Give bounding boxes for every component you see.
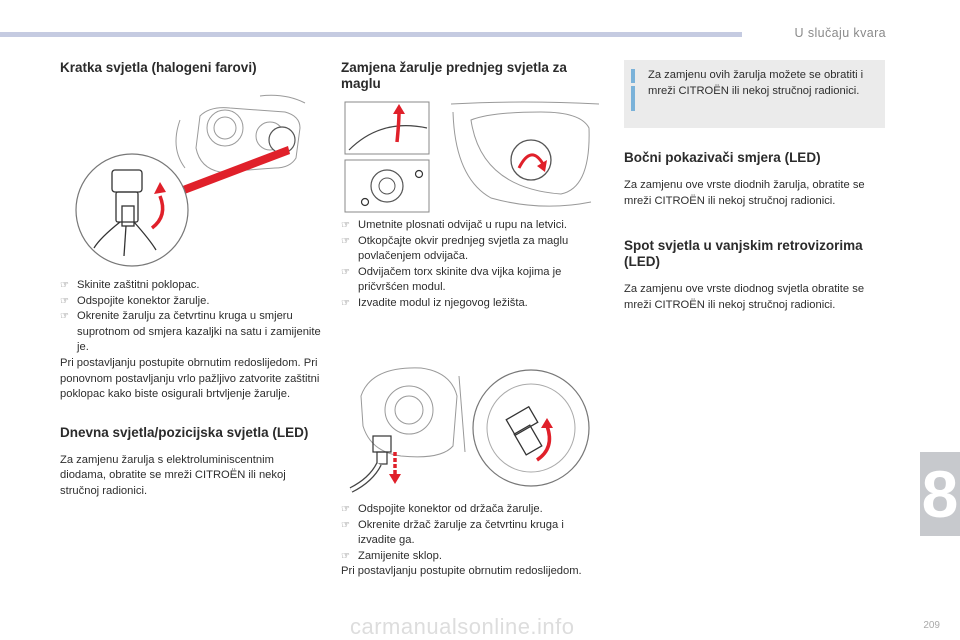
mirror-spot-title: Spot svjetla u vanjskim retrovizorima (L… bbox=[624, 238, 863, 270]
mirror-spot-text: Za zamjenu ove vrste diodnog svjetla obr… bbox=[624, 283, 865, 311]
list-item: Umetnite plosnati odvijač u rupu na letv… bbox=[341, 218, 603, 234]
drl-title: Dnevna svjetla/pozicijska svjetla (LED) bbox=[60, 424, 309, 440]
low-beam-note: Pri postavljanju postupite obrnutim redo… bbox=[60, 356, 320, 401]
side-indicator-text: Za zamjenu ove vrste diodnih žarulja, ob… bbox=[624, 179, 865, 207]
list-item: Skinite zaštitni poklopac. bbox=[60, 278, 322, 294]
fog-steps-a-block: Umetnite plosnati odvijač u rupu na letv… bbox=[341, 218, 603, 312]
info-text: Za zamjenu ovih žarulja možete se obrati… bbox=[648, 69, 864, 97]
watermark: carmanualsonline.info bbox=[350, 614, 575, 639]
list-item: Zamijenite sklop. bbox=[341, 549, 603, 565]
list-item: Odvijačem torx skinite dva vijka kojima … bbox=[341, 265, 603, 296]
list-item: Izvadite modul iz njegovog ležišta. bbox=[341, 296, 603, 312]
low-beam-steps: Skinite zaštitni poklopac. Odspojite kon… bbox=[60, 278, 322, 356]
side-indicator-title: Bočni pokazivači smjera (LED) bbox=[624, 150, 821, 165]
low-beam-title: Kratka svjetla (halogeni farovi) bbox=[60, 60, 257, 75]
fog-steps-b-block: Odspojite konektor od držača žarulje. Ok… bbox=[341, 502, 603, 580]
low-beam-content: Skinite zaštitni poklopac. Odspojite kon… bbox=[60, 278, 322, 500]
list-item: Otkopčajte okvir prednjeg svjetla za mag… bbox=[341, 234, 603, 265]
column-3: Bočni pokazivači smjera (LED) Za zamjenu… bbox=[624, 150, 886, 313]
fog-title: Zamjena žarulje prednjeg svjetla za magl… bbox=[341, 60, 567, 91]
page-number: 209 bbox=[923, 620, 940, 631]
fog-note: Pri postavljanju postupite obrnutim redo… bbox=[341, 565, 582, 578]
list-item: Okrenite žarulju za četvrtinu kruga u sm… bbox=[60, 309, 322, 356]
chapter-number: 8 bbox=[921, 457, 959, 531]
column-2: Zamjena žarulje prednjeg svjetla za magl… bbox=[341, 60, 603, 92]
list-item: Odspojite konektor žarulje. bbox=[60, 294, 322, 310]
header-bar bbox=[0, 32, 742, 37]
fog-bulb-replacement-illustration bbox=[349, 367, 590, 493]
section-title: U slučaju kvara bbox=[794, 26, 886, 40]
fog-light-removal-illustration bbox=[344, 101, 600, 213]
column-1: Kratka svjetla (halogeni farovi) bbox=[60, 60, 322, 76]
fog-steps-a: Umetnite plosnati odvijač u rupu na letv… bbox=[341, 218, 603, 312]
list-item: Okrenite držač žarulje za četvrtinu krug… bbox=[341, 518, 603, 549]
fog-steps-b: Odspojite konektor od držača žarulje. Ok… bbox=[341, 502, 603, 564]
list-item: Odspojite konektor od držača žarulje. bbox=[341, 502, 603, 518]
chapter-tab bbox=[920, 452, 960, 536]
drl-text: Za zamjenu žarulja s elektroluminiscentn… bbox=[60, 453, 286, 497]
info-icon bbox=[631, 69, 635, 111]
info-box: Za zamjenu ovih žarulja možete se obrati… bbox=[624, 60, 885, 128]
low-beam-illustration bbox=[75, 94, 306, 267]
